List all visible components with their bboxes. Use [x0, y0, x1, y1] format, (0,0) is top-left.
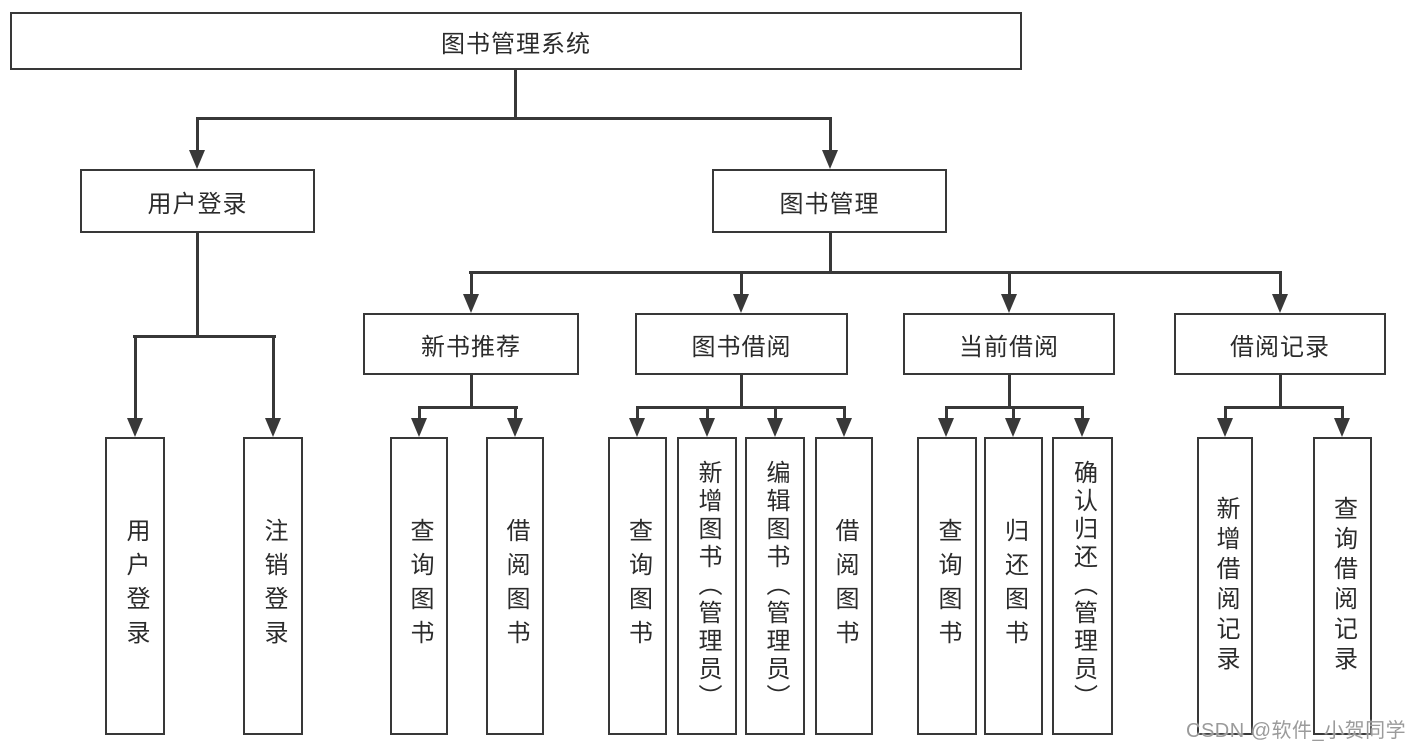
arrowhead-icon — [699, 418, 715, 437]
arrowhead-icon — [629, 418, 645, 437]
leaf-label: 查询图书 — [406, 518, 433, 654]
connector-level3-rail — [469, 271, 1282, 274]
arrowhead-icon — [507, 418, 523, 437]
csdn-watermark: CSDN @软件_小贺同学 — [1186, 720, 1405, 742]
arrowhead-icon — [733, 294, 749, 313]
node-book-management: 图书管理 — [712, 169, 947, 233]
arrowhead-icon — [1272, 294, 1288, 313]
leaf-label: 查询图书 — [624, 518, 652, 654]
arrow-stem — [636, 406, 639, 420]
leaf-query-books-3: 查询图书 — [917, 437, 977, 735]
connector-borrow-record-rail — [1224, 406, 1344, 409]
connector-user-login-stem — [196, 233, 199, 338]
arrow-stem — [706, 406, 709, 420]
leaf-add-books-admin: 新增图书（管理员） — [677, 437, 737, 735]
leaf-label: 查询借阅记录 — [1329, 496, 1357, 676]
leaf-label: 确认归还（管理员） — [1069, 460, 1097, 712]
arrowhead-icon — [411, 418, 427, 437]
connector-user-login-rail — [133, 335, 276, 338]
connector-new-book-rail — [418, 406, 518, 409]
arrowhead-icon — [463, 294, 479, 313]
leaf-confirm-return-admin: 确认归还（管理员） — [1052, 437, 1113, 735]
leaf-label: 编辑图书（管理员） — [762, 460, 789, 712]
leaf-label: 新增借阅记录 — [1212, 496, 1239, 676]
arrowhead-icon — [1005, 418, 1021, 437]
arrowhead-icon — [265, 418, 281, 437]
arrow-stem — [945, 406, 948, 420]
arrow-stem — [418, 406, 421, 420]
arrow-stem — [272, 335, 275, 420]
node-current-borrowing: 当前借阅 — [903, 313, 1115, 375]
arrowhead-icon — [127, 418, 143, 437]
arrow-stem — [1341, 406, 1344, 420]
arrowhead-icon — [1217, 418, 1233, 437]
node-label: 图书借阅 — [691, 333, 792, 361]
arrow-stem — [1224, 406, 1227, 420]
node-user-login: 用户登录 — [80, 169, 315, 233]
node-new-book-recommend: 新书推荐 — [363, 313, 579, 375]
arrowhead-icon — [189, 150, 205, 169]
arrow-stem — [514, 406, 517, 420]
leaf-label: 借阅图书 — [502, 518, 529, 654]
arrow-stem — [843, 406, 846, 420]
leaf-label: 归还图书 — [1000, 518, 1028, 654]
leaf-add-borrow-record: 新增借阅记录 — [1197, 437, 1253, 735]
arrowhead-icon — [767, 418, 783, 437]
connector-book-borrow-rail — [636, 406, 846, 409]
leaf-user-login: 用户登录 — [105, 437, 165, 735]
leaf-query-borrow-record: 查询借阅记录 — [1313, 437, 1372, 735]
arrow-stem — [134, 335, 137, 420]
arrow-stem — [1279, 271, 1282, 296]
leaf-logout: 注销登录 — [243, 437, 303, 735]
connector-current-borrow-stem — [1008, 375, 1011, 409]
connector-level2-rail — [196, 117, 832, 120]
leaf-edit-books-admin: 编辑图书（管理员） — [745, 437, 805, 735]
node-label: 当前借阅 — [959, 333, 1059, 361]
node-label: 用户登录 — [147, 190, 248, 218]
arrow-stem — [774, 406, 777, 420]
connector-new-book-stem — [470, 375, 473, 409]
node-label: 新书推荐 — [421, 333, 521, 361]
arrowhead-icon — [938, 418, 954, 437]
node-label: 图书管理 — [779, 190, 880, 218]
connector-book-mgmt-stem — [829, 233, 832, 274]
arrow-stem — [740, 271, 743, 296]
leaf-query-books-2: 查询图书 — [608, 437, 667, 735]
leaf-borrow-books-2: 借阅图书 — [815, 437, 873, 735]
node-label: 借阅记录 — [1230, 333, 1330, 361]
leaf-label: 注销登录 — [260, 518, 287, 654]
leaf-label: 用户登录 — [122, 518, 149, 654]
arrow-stem — [1081, 406, 1084, 420]
leaf-label: 借阅图书 — [831, 518, 858, 654]
arrow-stem — [196, 117, 199, 152]
node-book-borrowing: 图书借阅 — [635, 313, 848, 375]
arrow-stem — [470, 271, 473, 296]
node-borrowing-records: 借阅记录 — [1174, 313, 1386, 375]
connector-root-stem — [514, 70, 517, 120]
arrowhead-icon — [1074, 418, 1090, 437]
node-label: 图书管理系统 — [441, 30, 591, 58]
leaf-return-books: 归还图书 — [984, 437, 1043, 735]
connector-book-borrow-stem — [740, 375, 743, 409]
leaf-label: 新增图书（管理员） — [694, 460, 721, 712]
connector-borrow-record-stem — [1279, 375, 1282, 409]
leaf-query-books-1: 查询图书 — [390, 437, 448, 735]
leaf-borrow-books-1: 借阅图书 — [486, 437, 544, 735]
arrow-stem — [1008, 271, 1011, 296]
arrowhead-icon — [822, 150, 838, 169]
arrowhead-icon — [836, 418, 852, 437]
arrow-stem — [1012, 406, 1015, 420]
arrow-stem — [829, 117, 832, 152]
leaf-label: 查询图书 — [934, 518, 961, 654]
arrowhead-icon — [1001, 294, 1017, 313]
node-library-management-system: 图书管理系统 — [10, 12, 1022, 70]
arrowhead-icon — [1334, 418, 1350, 437]
